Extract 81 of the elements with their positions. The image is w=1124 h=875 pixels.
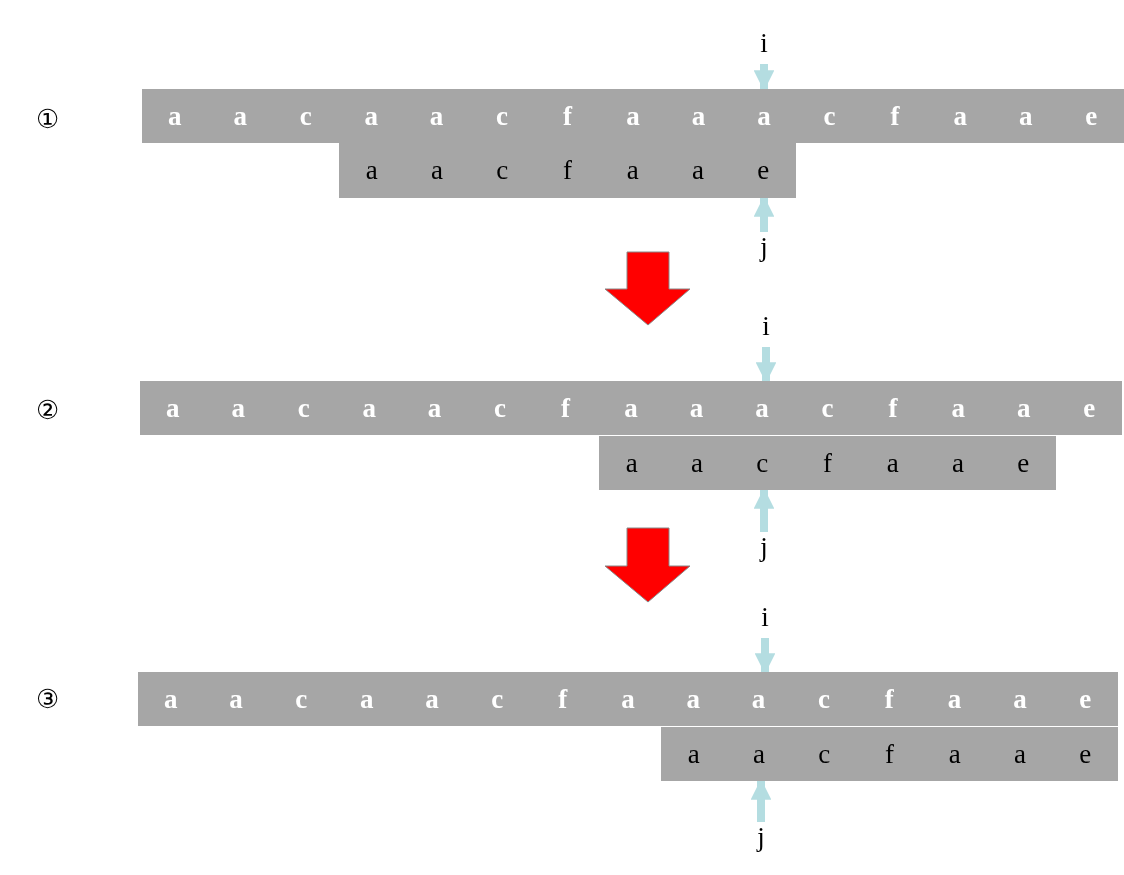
letter: c (817, 740, 832, 768)
letter: f (822, 449, 833, 477)
pointer-label: j (749, 534, 779, 564)
letter: e (756, 157, 771, 184)
letter: a (1013, 740, 1028, 768)
letter: c (490, 685, 505, 713)
letter: e (1016, 449, 1031, 477)
letter: c (495, 102, 510, 130)
letter: f (557, 685, 569, 713)
letter: c (495, 157, 510, 184)
letter: e (1078, 685, 1093, 713)
letter: c (296, 394, 311, 422)
pointer-label: j (749, 234, 779, 264)
letter: a (885, 449, 900, 477)
pointer-label: i (749, 30, 779, 60)
letter: a (429, 157, 444, 184)
letter: a (167, 102, 183, 130)
pattern-string-bar (661, 727, 1118, 781)
letter: c (493, 394, 508, 422)
letter: a (364, 157, 379, 184)
letter: a (950, 394, 967, 422)
pattern-string-bar (339, 143, 796, 198)
letter: a (686, 740, 701, 768)
letter: e (1082, 394, 1097, 422)
letter: a (358, 685, 375, 713)
letter: a (1012, 685, 1028, 713)
letter: c (755, 449, 770, 477)
letter: a (1018, 102, 1034, 130)
letter: a (750, 685, 767, 713)
letter: a (230, 394, 246, 422)
text-string-bar (138, 672, 1118, 726)
letter: c (820, 394, 835, 422)
pointer-label: j (746, 824, 776, 854)
letter: f (884, 740, 895, 768)
letter: a (691, 157, 706, 184)
letter: f (883, 685, 895, 713)
letter: e (1078, 740, 1093, 768)
letter: f (562, 102, 574, 130)
step-number: ① (36, 106, 60, 132)
letter: c (816, 685, 831, 713)
letter: a (232, 102, 248, 130)
letter: c (822, 102, 837, 130)
letter: f (562, 157, 573, 184)
letter: a (428, 102, 445, 130)
letter: a (625, 102, 641, 130)
letter: a (624, 449, 639, 477)
letter: a (424, 685, 440, 713)
letter: a (625, 157, 640, 184)
letter: a (165, 394, 181, 422)
pointer-label: i (751, 313, 781, 343)
letter: a (951, 449, 966, 477)
pointer-label: i (750, 604, 780, 634)
letter: f (889, 102, 901, 130)
pattern-string-bar (599, 436, 1056, 490)
letter: a (228, 685, 244, 713)
letter: a (952, 102, 969, 130)
letter: a (685, 685, 702, 713)
letter: a (754, 394, 770, 422)
letter: a (363, 102, 379, 130)
letter: a (620, 685, 636, 713)
letter: a (690, 102, 707, 130)
letter: a (756, 102, 772, 130)
letter: a (1016, 394, 1032, 422)
step-number: ③ (36, 686, 60, 712)
letter: e (1084, 102, 1099, 130)
letter: c (294, 685, 309, 713)
letter: a (426, 394, 443, 422)
letter: a (689, 449, 704, 477)
text-string-bar (140, 381, 1122, 435)
letter: a (947, 740, 962, 768)
letter: a (688, 394, 705, 422)
letter: a (751, 740, 766, 768)
letter: a (361, 394, 377, 422)
letter: a (162, 685, 179, 713)
letter: c (298, 102, 313, 130)
letter: f (887, 394, 899, 422)
letter: a (946, 685, 963, 713)
letter: a (623, 394, 639, 422)
text-string-bar (142, 89, 1124, 143)
step-number: ② (36, 397, 60, 423)
letter: f (560, 394, 572, 422)
